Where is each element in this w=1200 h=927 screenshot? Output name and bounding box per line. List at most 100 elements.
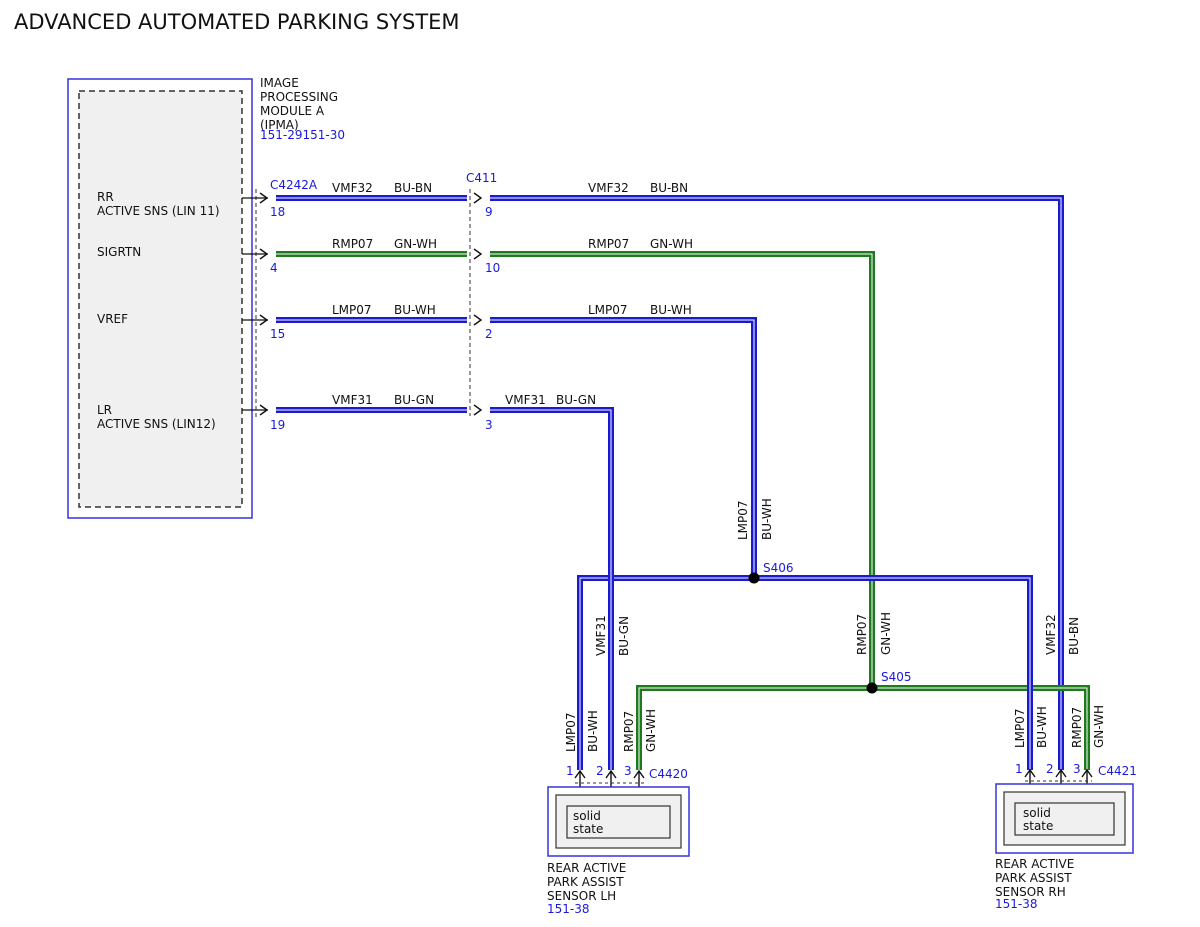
module-name-line4: (IPMA) (260, 118, 299, 132)
label-vmf31-a: VMF31 (332, 393, 373, 407)
splice-s406-label: S406 (763, 561, 794, 575)
label-vmf32-a: VMF32 (332, 181, 373, 195)
pin-label-lr-line2: ACTIVE SNS (LIN12) (97, 417, 216, 431)
wire-vmf31 (276, 407, 614, 770)
label-vmf31-b-color: BU-GN (556, 393, 596, 407)
vlabel-rh-rmp07: RMP07 (1070, 707, 1084, 748)
vlabel-lmp07-trunk: LMP07 (736, 500, 750, 540)
wire-labels-vertical: LMP07 BU-WH VMF31 BU-GN RMP07 GN-WH VMF3… (564, 498, 1106, 752)
sensor-lh-solid-state (566, 805, 671, 839)
wire-rmp07 (276, 251, 1090, 770)
connector-c4242a: C4242A 18 4 15 19 (255, 178, 318, 432)
chevron-icon (259, 404, 269, 416)
wires (276, 195, 1090, 770)
vlabel-rh-rmp07-color: GN-WH (1092, 705, 1106, 748)
vlabel-rmp07-trunk-color: GN-WH (879, 612, 893, 655)
sensor-lh: 1 2 3 C4420 solid state REAR ACTIVE PARK… (547, 764, 690, 916)
chevron-icon (259, 314, 269, 326)
c4420-pin-1: 1 (566, 764, 574, 778)
vlabel-vmf32-color: BU-BN (1067, 617, 1081, 655)
sensor-rh-name-3: SENSOR RH (995, 885, 1066, 899)
module-name-line2: PROCESSING (260, 90, 338, 104)
sensor-lh-name-3: SENSOR LH (547, 889, 616, 903)
c4420-pin-3: 3 (624, 764, 632, 778)
sensor-rh: 1 2 3 C4421 solid state REAR ACTIVE PARK… (995, 762, 1137, 911)
connector-c411: C411 9 10 2 3 (466, 171, 500, 432)
label-rmp07-b-color: GN-WH (650, 237, 693, 251)
splice-dot (748, 572, 760, 584)
pin-label-rr-line1: RR (97, 190, 114, 204)
vlabel-vmf31-color: BU-GN (617, 616, 631, 656)
chevron-icon (259, 192, 269, 204)
label-lmp07-a-color: BU-WH (394, 303, 436, 317)
c4420-pin-2: 2 (596, 764, 604, 778)
connector-chevrons-left (259, 192, 269, 416)
label-rmp07-b: RMP07 (588, 237, 629, 251)
vlabel-lh-lmp07: LMP07 (564, 712, 578, 752)
c411-pin-9: 9 (485, 205, 493, 219)
sensor-rh-name-2: PARK ASSIST (995, 871, 1072, 885)
sensor-rh-ref: 151-38 (995, 897, 1038, 911)
connector-c411-label: C411 (466, 171, 497, 185)
splice-s405-label: S405 (881, 670, 912, 684)
pin-label-lr-line1: LR (97, 403, 112, 417)
wire-vmf32 (276, 195, 1064, 770)
label-vmf31-b: VMF31 (505, 393, 546, 407)
sensor-lh-inner-2: state (573, 822, 603, 836)
chevron-icon (473, 404, 483, 416)
module-name-line1: IMAGE (260, 76, 299, 90)
c411-pin-10: 10 (485, 261, 500, 275)
sensor-rh-solid-state (1014, 802, 1115, 836)
label-lmp07-a: LMP07 (332, 303, 372, 317)
vlabel-lh-lmp07-color: BU-WH (586, 710, 600, 752)
pin-label-rr-line2: ACTIVE SNS (LIN 11) (97, 204, 220, 218)
ipma-module-body (78, 90, 243, 508)
chevron-icon (473, 248, 483, 260)
c4242a-pin-18: 18 (270, 205, 285, 219)
label-vmf32-b-color: BU-BN (650, 181, 688, 195)
connector-chevrons-c411 (473, 192, 483, 416)
vlabel-vmf32: VMF32 (1044, 614, 1058, 655)
c4421-pin-1: 1 (1015, 762, 1023, 776)
sensor-lh-inner-1: solid (573, 809, 601, 823)
module-ref: 151-29151-30 (260, 128, 345, 142)
sensor-rh-inner-1: solid (1023, 806, 1051, 820)
chevron-icon (259, 248, 269, 260)
c4242a-pin-19: 19 (270, 418, 285, 432)
label-rmp07-a: RMP07 (332, 237, 373, 251)
connector-c4242a-label: C4242A (270, 178, 318, 192)
chevron-icon (473, 192, 483, 204)
wire-labels-horizontal: VMF32 BU-BN VMF32 BU-BN RMP07 GN-WH RMP0… (332, 181, 693, 407)
c411-pin-2: 2 (485, 327, 493, 341)
vlabel-lh-rmp07-color: GN-WH (644, 709, 658, 752)
c4421-pin-2: 2 (1046, 762, 1054, 776)
wire-lmp07 (276, 317, 1033, 770)
connector-c4420-label: C4420 (649, 767, 688, 781)
sensor-rh-inner-2: state (1023, 819, 1053, 833)
vlabel-lh-rmp07: RMP07 (622, 711, 636, 752)
connector-c4421-label: C4421 (1098, 764, 1137, 778)
vlabel-vmf31: VMF31 (594, 615, 608, 656)
c4242a-pin-15: 15 (270, 327, 285, 341)
c411-pin-3: 3 (485, 418, 493, 432)
splice-dot (866, 682, 878, 694)
sensor-lh-name-2: PARK ASSIST (547, 875, 624, 889)
splice-s406: S406 (748, 561, 794, 584)
c4242a-pin-4: 4 (270, 261, 278, 275)
label-vmf32-b: VMF32 (588, 181, 629, 195)
chevron-icon (473, 314, 483, 326)
sensor-lh-ref: 151-38 (547, 902, 590, 916)
module-name-line3: MODULE A (260, 104, 325, 118)
vlabel-rmp07-trunk: RMP07 (855, 614, 869, 655)
vlabel-rh-lmp07: LMP07 (1013, 708, 1027, 748)
diagram-title: ADVANCED AUTOMATED PARKING SYSTEM (14, 10, 460, 34)
splice-s405: S405 (866, 670, 912, 694)
vlabel-lmp07-trunk-color: BU-WH (760, 498, 774, 540)
label-rmp07-a-color: GN-WH (394, 237, 437, 251)
label-lmp07-b: LMP07 (588, 303, 628, 317)
pin-label-sigrtn: SIGRTN (97, 245, 141, 259)
ipma-module: RR ACTIVE SNS (LIN 11) SIGRTN VREF LR AC… (67, 76, 345, 519)
sensor-lh-name-1: REAR ACTIVE (547, 861, 626, 875)
pin-label-vref: VREF (97, 312, 128, 326)
